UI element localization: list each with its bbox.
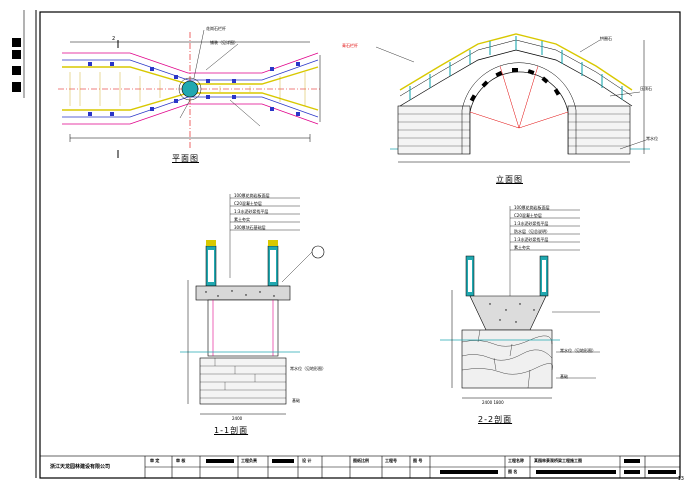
tb-review: 审 核 [176, 458, 186, 463]
s1-layer-1: 100厚花岗岩板面层 [234, 192, 270, 198]
tb-design: 设 计 [302, 458, 312, 463]
s1-width-dim: 2400 [232, 416, 243, 421]
s1-water-note: 常水位（见地形图） [290, 365, 326, 371]
s2-layer-5: 1:3水泥砂浆找平层 [514, 236, 548, 242]
s2-layer-3: 1:3水泥砂浆找平层 [514, 220, 548, 226]
s1-layer-5: 300厚块石基础层 [234, 224, 266, 230]
drawing-frame [39, 11, 681, 479]
s2-width-dim: 2400 1800 [482, 400, 504, 405]
section-2-2-view: 100厚花岗岩板面层 C20混凝土垫层 1:3水泥砂浆找平层 防水层（见总说明）… [440, 204, 600, 405]
company-name: 浙江天龙园林建设有限公司 [50, 464, 111, 470]
tb-drawing-label: 图 名 [508, 469, 518, 474]
section-1-1-title: 1-1剖面 [214, 426, 249, 435]
s2-water-note: 常水位（见地形图） [560, 347, 596, 353]
title-block [39, 455, 681, 479]
elev-stone-rail-label: 青石栏杆 [342, 42, 358, 48]
tb-project-label: 工程名称 [508, 458, 524, 463]
s2-layer-1: 100厚花岗岩板面层 [514, 204, 550, 210]
tb-project-name: 某园林景观桥梁工程施工图 [534, 458, 582, 463]
s2-layer-2: C20混凝土垫层 [514, 212, 542, 218]
plan-section-mark: 2 [112, 36, 115, 42]
elevation-view-title: 立面图 [496, 175, 523, 184]
tb-scale: 图纸比例 [353, 458, 369, 463]
s1-foundation-note: 基础 [292, 397, 300, 403]
plan-handrail-label: 花岗石栏杆 [206, 25, 226, 31]
section-1-1-view: 100厚花岗岩板面层 C20混凝土垫层 1:3水泥砂浆找平层 素土夯实 300厚… [180, 192, 326, 421]
s2-layer-4: 防水层（见总说明） [514, 228, 550, 234]
s1-layer-2: C20混凝土垫层 [234, 200, 262, 206]
tb-engineer: 工程负责 [241, 458, 257, 463]
s1-layer-3: 1:3水泥砂浆找平层 [234, 208, 268, 214]
elev-arch-stone-label: 拱圈石 [600, 35, 612, 41]
s2-foundation-note: 基础 [560, 373, 568, 379]
tb-project-no: 工程号 [385, 458, 397, 463]
s2-layer-6: 素土夯实 [514, 244, 530, 250]
elev-wall-label: 压顶石 [640, 86, 652, 91]
s1-layer-4: 素土夯实 [234, 216, 250, 222]
plan-view: 花岗石栏杆 铺装（见详图） 2 [58, 25, 322, 158]
plan-paving-label: 铺装（见详图） [210, 39, 238, 45]
elev-water-level-label: 常水位 [646, 135, 658, 141]
sheet-number: 13 [677, 476, 684, 482]
elevation-view: 青石栏杆 拱圈石 压顶石 常水位 [342, 33, 658, 163]
tb-approve: 审 定 [150, 458, 160, 463]
binding-strip [12, 10, 37, 478]
tb-drawing-no: 图 号 [413, 458, 423, 463]
plan-view-title: 平面图 [172, 154, 199, 163]
section-2-2-title: 2-2剖面 [478, 415, 513, 424]
